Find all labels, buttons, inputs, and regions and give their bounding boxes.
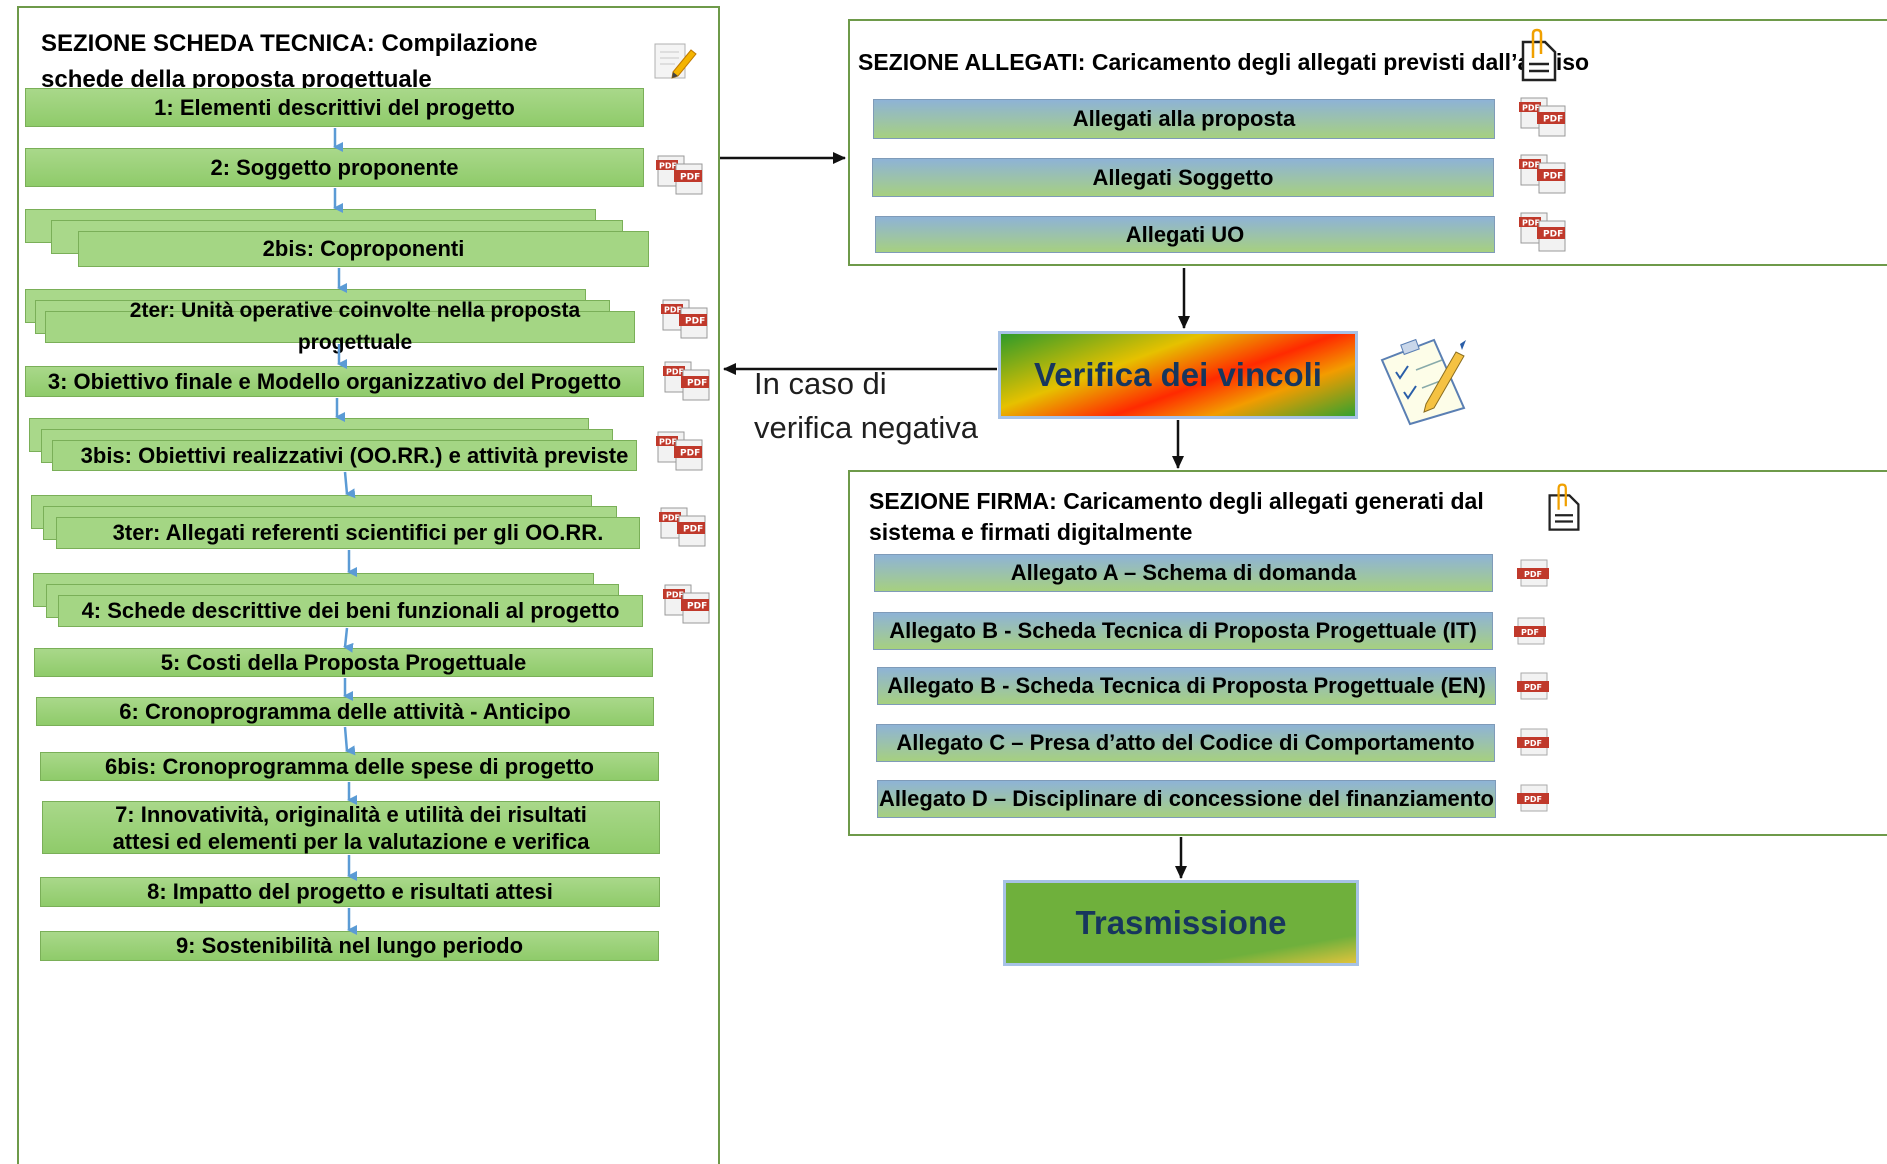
pdf-icon-item-2[interactable]: PDF PDF [656, 154, 704, 196]
pdf-icon-allegato-b-it[interactable]: PDF [1512, 617, 1550, 645]
allegato-b-en-bar[interactable]: Allegato B - Scheda Tecnica di Proposta … [877, 667, 1496, 705]
item-5-bar[interactable]: 5: Costi della Proposta Progettuale [34, 648, 653, 677]
pdf-icon-item-3bis[interactable]: PDF PDF [656, 430, 704, 472]
pdf-icon-text: PDF [666, 591, 684, 600]
item-2ter-bar[interactable]: 2ter: Unità operative coinvolte nella pr… [45, 299, 635, 354]
pdf-icon-text: PDF [664, 306, 682, 315]
verifica-negativa-note-line-2: verifica negativa [754, 410, 979, 445]
pdf-icon-allegato-a[interactable]: PDF [1515, 559, 1553, 587]
allegati-uo-bar[interactable]: Allegati UO [875, 216, 1495, 253]
pdf-icon-text: PDF [1524, 795, 1542, 804]
flow-arrow-3bis-3ter [343, 471, 356, 499]
allegato-c-bar[interactable]: Allegato C – Presa d’atto del Codice di … [876, 724, 1495, 762]
item-3ter-bar[interactable]: 3ter: Allegati referenti scientifici per… [56, 517, 640, 549]
trasmissione-box[interactable]: Trasmissione [1003, 880, 1359, 966]
pdf-icon-text: PDF [680, 173, 700, 183]
pdf-icon-text: PDF [659, 438, 677, 447]
pdf-icon-text: PDF [1524, 683, 1542, 692]
pdf-icon-text: PDF [683, 525, 703, 535]
left-flow-arrows [333, 128, 357, 935]
item-9-bar[interactable]: 9: Sostenibilità nel lungo periodo [40, 931, 659, 961]
attachment-document-icon [1521, 28, 1557, 82]
item-2-label: 2: Soggetto proponente [210, 154, 459, 180]
allegato-d-label: Allegato D – Disciplinare di concessione… [879, 786, 1494, 811]
flow-arrow-4-5 [343, 627, 354, 653]
pdf-icon-item-3[interactable]: PDF PDF [663, 360, 711, 402]
allegati-proposta-label: Allegati alla proposta [1072, 106, 1296, 131]
allegato-d-bar[interactable]: Allegato D – Disciplinare di concessione… [877, 780, 1496, 818]
pdf-icon-text: PDF [680, 449, 700, 459]
pdf-icon-text: PDF [662, 514, 680, 523]
item-2ter-label: 2ter: Unità operative coinvolte nella pr… [129, 299, 581, 354]
item-3bis-label: 3bis: Obiettivi realizzativi (OO.RR.) e … [80, 442, 629, 468]
pdf-icon-text: PDF [1521, 628, 1539, 637]
item-2-bar[interactable]: 2: Soggetto proponente [25, 148, 644, 187]
allegati-proposta-bar[interactable]: Allegati alla proposta [873, 99, 1495, 139]
pdf-icon-text: PDF [1543, 172, 1563, 182]
verifica-vincoli-label: Verifica dei vincoli [1034, 356, 1322, 393]
item-4-bar[interactable]: 4: Schede descrittive dei beni funzional… [58, 595, 643, 627]
pdf-icon-text: PDF [666, 368, 684, 377]
item-3-label: 3: Obiettivo finale e Modello organizzat… [47, 368, 622, 394]
pdf-icon-text: PDF [1543, 230, 1563, 240]
pdf-icon-text: PDF [1524, 739, 1542, 748]
pdf-icon-text: PDF [1524, 570, 1542, 579]
pdf-icon-item-2ter[interactable]: PDF PDF [661, 298, 709, 340]
pdf-icon-text: PDF [685, 317, 705, 327]
pdf-icon-text: PDF [1522, 161, 1540, 170]
trasmissione-label: Trasmissione [1075, 904, 1287, 941]
pdf-icon-item-4[interactable]: PDF PDF [663, 583, 711, 625]
pdf-icon-text: PDF [1543, 115, 1563, 125]
pdf-icon-allegato-b-en[interactable]: PDF [1515, 672, 1553, 700]
pdf-icon-text: PDF [659, 162, 677, 171]
verifica-negativa-note-line-1: In caso di [754, 366, 887, 401]
item-2bis-bar[interactable]: 2bis: Coproponenti [78, 231, 649, 267]
verifica-negativa-note: In caso di verifica negativa [754, 362, 978, 450]
item-6-bar[interactable]: 6: Cronoprogramma delle attività - Antic… [36, 697, 654, 726]
pdf-icon-item-3ter[interactable]: PDF PDF [659, 506, 707, 548]
item-8-label: 8: Impatto del progetto e risultati atte… [147, 879, 553, 904]
firma-panel [848, 470, 1887, 836]
edit-document-icon [654, 43, 697, 79]
allegati-soggetto-label: Allegati Soggetto [1092, 164, 1274, 190]
pdf-icon-allegati-proposta[interactable]: PDF PDF [1519, 96, 1567, 138]
allegato-b-it-bar[interactable]: Allegato B - Scheda Tecnica di Proposta … [873, 612, 1493, 650]
pdf-icon-allegato-d[interactable]: PDF [1515, 784, 1553, 812]
item-3ter-label: 3ter: Allegati referenti scientifici per… [112, 520, 604, 545]
attachment-document-icon [1548, 483, 1580, 531]
item-5-label: 5: Costi della Proposta Progettuale [160, 649, 527, 675]
pdf-icon-allegati-soggetto[interactable]: PDF PDF [1519, 153, 1567, 195]
checklist-clipboard-icon [1380, 338, 1466, 426]
pdf-icon-text: PDF [1522, 219, 1540, 228]
item-6-label: 6: Cronoprogramma delle attività - Antic… [119, 698, 571, 724]
allegato-b-en-label: Allegato B - Scheda Tecnica di Proposta … [887, 673, 1486, 698]
allegati-uo-label: Allegati UO [1125, 221, 1245, 247]
pdf-icon-allegato-c[interactable]: PDF [1515, 728, 1553, 756]
verifica-vincoli-box[interactable]: Verifica dei vincoli [998, 331, 1358, 419]
pdf-icon-text: PDF [687, 602, 707, 612]
item-7-label: 7: Innovatività, originalità e utilità d… [112, 801, 590, 854]
item-6bis-label: 6bis: Cronoprogramma delle spese di prog… [105, 753, 594, 779]
allegato-a-bar[interactable]: Allegato A – Schema di domanda [874, 554, 1493, 592]
item-4-label: 4: Schede descrittive dei beni funzional… [81, 598, 620, 623]
allegato-a-label: Allegato A – Schema di domanda [1010, 560, 1357, 585]
pdf-icon-allegati-uo[interactable]: PDF PDF [1519, 211, 1567, 253]
item-9-label: 9: Sostenibilità nel lungo periodo [175, 933, 524, 958]
item-3bis-bar[interactable]: 3bis: Obiettivi realizzativi (OO.RR.) e … [52, 440, 637, 471]
item-2bis-label: 2bis: Coproponenti [262, 236, 465, 261]
item-1-bar[interactable]: 1: Elementi descrittivi del progetto [25, 88, 644, 127]
allegati-soggetto-bar[interactable]: Allegati Soggetto [872, 158, 1494, 197]
item-1-label: 1: Elementi descrittivi del progetto [154, 94, 515, 120]
allegato-b-it-label: Allegato B - Scheda Tecnica di Proposta … [889, 618, 1477, 643]
allegato-c-label: Allegato C – Presa d’atto del Codice di … [896, 730, 1475, 755]
flow-arrow-6-6bis [343, 726, 356, 756]
pdf-icon-text: PDF [687, 379, 707, 389]
item-3-bar[interactable]: 3: Obiettivo finale e Modello organizzat… [25, 366, 644, 397]
pdf-icon-text: PDF [1522, 104, 1540, 113]
firma-title: SEZIONE FIRMA: Caricamento degli allegat… [869, 488, 1484, 545]
item-7-bar[interactable]: 7: Innovatività, originalità e utilità d… [42, 801, 660, 854]
allegati-title: SEZIONE ALLEGATI: Caricamento degli alle… [858, 49, 1590, 75]
